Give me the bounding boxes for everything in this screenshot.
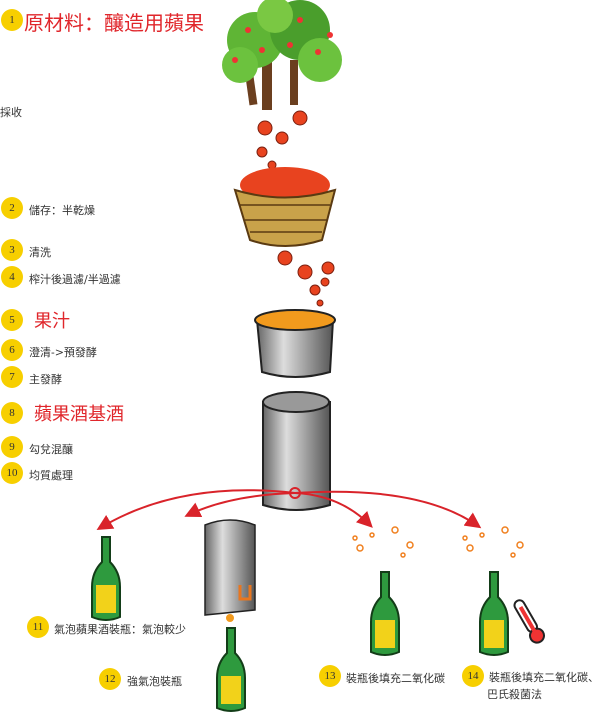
step-badge: 12 [99,668,121,690]
step-label: 清洗 [29,246,51,259]
step-label: 主發酵 [29,373,62,386]
distribution-arrows [96,489,482,531]
step-badge: 1 [1,9,23,31]
step-label: 儲存：半乾燥 [29,204,95,217]
step-title: 蘋果酒基酒 [34,404,124,425]
step-label: 裝瓶後填充二氧化碳、 [489,671,599,684]
step-title: 果汁 [34,311,70,332]
step-label: 勾兌混釀 [29,443,73,456]
step-label: 強氣泡裝瓶 [127,675,182,688]
step-label: 均質處理 [29,469,73,482]
step-badge: 5 [1,309,23,331]
step-badge: 9 [1,436,23,458]
step-badge: 13 [319,665,341,687]
step-badge: 6 [1,339,23,361]
thermometer-icon [513,599,545,644]
step-badge: 14 [462,665,484,687]
step-label: 澄清->預發酵 [29,346,97,359]
step-label: 採收 [0,106,22,119]
step-badge: 2 [1,197,23,219]
basket-icon [233,167,337,247]
step-label-line2: 巴氏殺菌法 [487,688,542,701]
step-badge: 8 [1,402,23,424]
step-badge: 7 [1,366,23,388]
step-badge: 11 [27,616,49,638]
step-badge: 3 [1,239,23,261]
step-label: 氣泡蘋果酒裝瓶：氣泡較少 [54,623,186,636]
step-badge: 10 [1,462,23,484]
step-label: 榨汁後過濾/半過濾 [29,273,121,286]
falling-apples-icon [256,110,335,307]
pot-icon [254,309,336,378]
step-title: 原材料：釀造用蘋果 [24,11,204,35]
pressure-tank-icon [204,519,256,622]
step-badge: 4 [1,266,23,288]
bubbles-icon [352,526,524,558]
apple-tree-icon [222,0,342,110]
step-label: 裝瓶後填充二氧化碳 [346,672,445,685]
fermentation-tank-icon [262,391,331,511]
